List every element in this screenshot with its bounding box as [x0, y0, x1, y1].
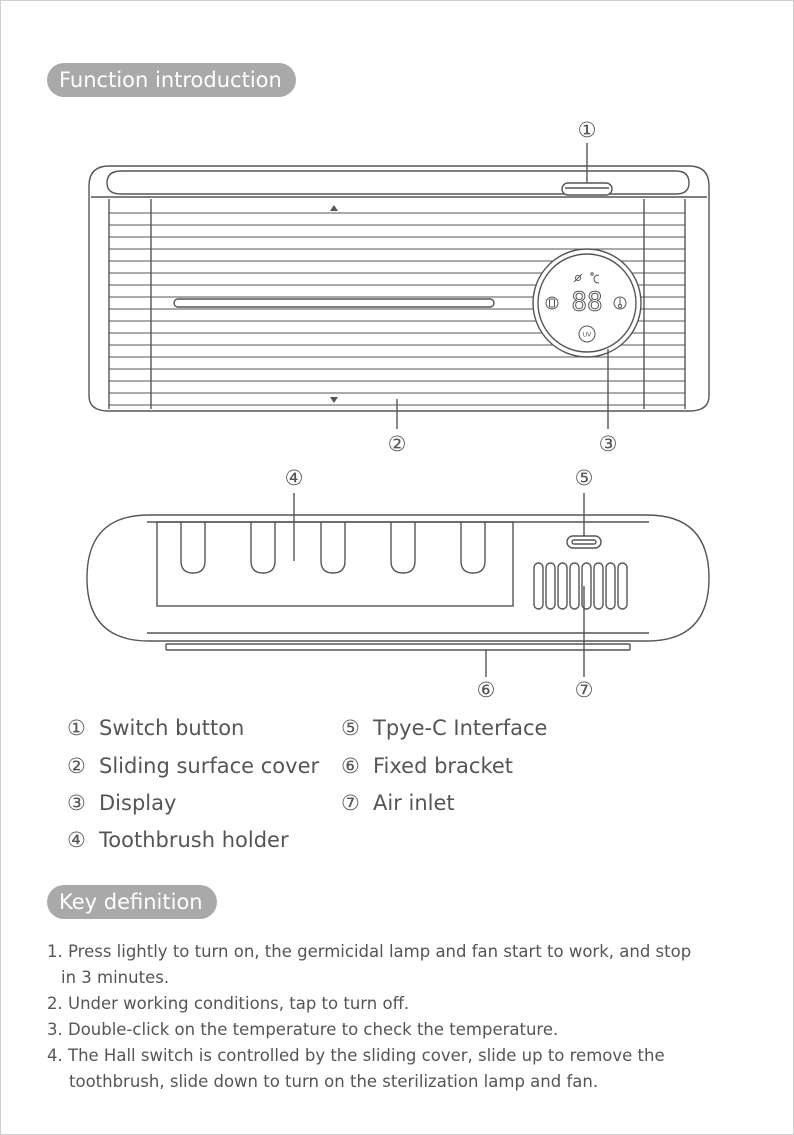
toothbrush-holder [156, 521, 514, 607]
callout-4: ④ [285, 466, 304, 490]
callout-3: ③ [599, 432, 618, 456]
bottom-view [86, 493, 710, 677]
callout-6: ⑥ [477, 678, 496, 702]
fixed-bracket [165, 643, 631, 651]
temperature-unit-icon [590, 272, 600, 284]
uv-icon: UV [578, 325, 596, 343]
front-body-outline [88, 165, 710, 412]
usb-c-port [566, 535, 602, 549]
key-item-4-line-1: 4. The Hall switch is controlled by the … [47, 1046, 665, 1065]
top-lid [106, 170, 690, 195]
thermometer-icon [613, 296, 627, 310]
display-digits: 88 [571, 288, 602, 318]
callout-2: ② [388, 432, 407, 456]
function-introduction-heading: Function introduction [47, 63, 296, 97]
bottom-body-outline [86, 514, 710, 642]
fan-icon [573, 273, 583, 283]
callout-7: ⑦ [575, 678, 594, 702]
sliding-slot [173, 298, 495, 308]
key-definition-heading: Key definition [47, 885, 217, 919]
arrow-up-icon [330, 205, 338, 211]
front-view: 88 [88, 143, 710, 429]
switch-button-shape [561, 182, 613, 196]
key-item-2: 2. Under working conditions, tap to turn… [47, 994, 410, 1013]
key-item-3: 3. Double-click on the temperature to ch… [47, 1020, 559, 1039]
arrow-down-icon [330, 397, 338, 403]
product-diagram: 88 [86, 118, 710, 702]
battery-icon [545, 296, 559, 310]
callout-5: ⑤ [575, 466, 594, 490]
key-item-4-line-2: toothbrush, slide down to turn on the st… [69, 1072, 599, 1091]
display-panel: 88 [532, 248, 642, 358]
key-definitions-list: 1. Press lightly to turn on, the germici… [47, 939, 757, 1095]
callout-1: ① [578, 118, 597, 142]
air-inlet-vents [533, 562, 628, 610]
svg-text:UV: UV [583, 332, 592, 339]
key-item-1-line-2: in 3 minutes. [61, 968, 170, 987]
key-item-1-line-1: 1. Press lightly to turn on, the germici… [47, 942, 692, 961]
